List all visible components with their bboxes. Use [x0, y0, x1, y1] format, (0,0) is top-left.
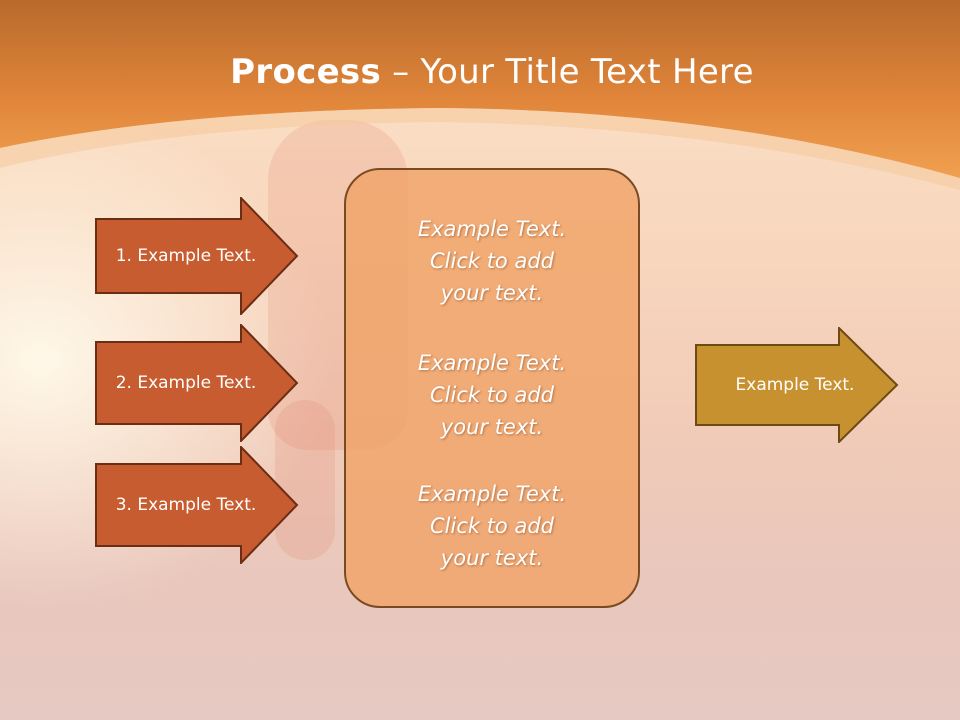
result-arrow[interactable]: Example Text.	[695, 325, 899, 445]
slide-title[interactable]: Process – Your Title Text Here	[0, 52, 960, 92]
center-text-line: your text.	[440, 546, 544, 570]
center-text-line: Example Text.	[417, 482, 567, 506]
step-arrow-3[interactable]: 3. Example Text.	[95, 444, 299, 566]
title-rest: – Your Title Text Here	[381, 52, 754, 92]
runner-silhouette-leg	[275, 400, 335, 560]
header-band	[0, 0, 960, 190]
arrow-shape	[95, 444, 299, 566]
center-text-line: Click to add	[429, 383, 554, 407]
step-label-2: 2. Example Text.	[115, 373, 257, 393]
arrow-shape	[95, 195, 299, 317]
center-text-line: your text.	[440, 415, 544, 439]
center-text-line: Example Text.	[417, 217, 567, 241]
step-label-1: 1. Example Text.	[115, 246, 257, 266]
step-arrow-2[interactable]: 2. Example Text.	[95, 322, 299, 444]
arrow-shape	[95, 322, 299, 444]
center-text-line: Example Text.	[417, 351, 567, 375]
center-box[interactable]	[344, 168, 640, 608]
result-label: Example Text.	[735, 375, 855, 395]
title-bold: Process	[230, 52, 382, 92]
center-text-line: Click to add	[429, 514, 554, 538]
center-text-block-2[interactable]: Example Text. Click to add your text.	[344, 347, 640, 443]
center-text-line: your text.	[440, 281, 544, 305]
step-arrow-1[interactable]: 1. Example Text.	[95, 195, 299, 317]
arrow-shape	[695, 325, 899, 445]
center-text-block-3[interactable]: Example Text. Click to add your text.	[344, 478, 640, 574]
center-text-line: Click to add	[429, 249, 554, 273]
center-text-block-1[interactable]: Example Text. Click to add your text.	[344, 213, 640, 309]
step-label-3: 3. Example Text.	[115, 495, 257, 515]
